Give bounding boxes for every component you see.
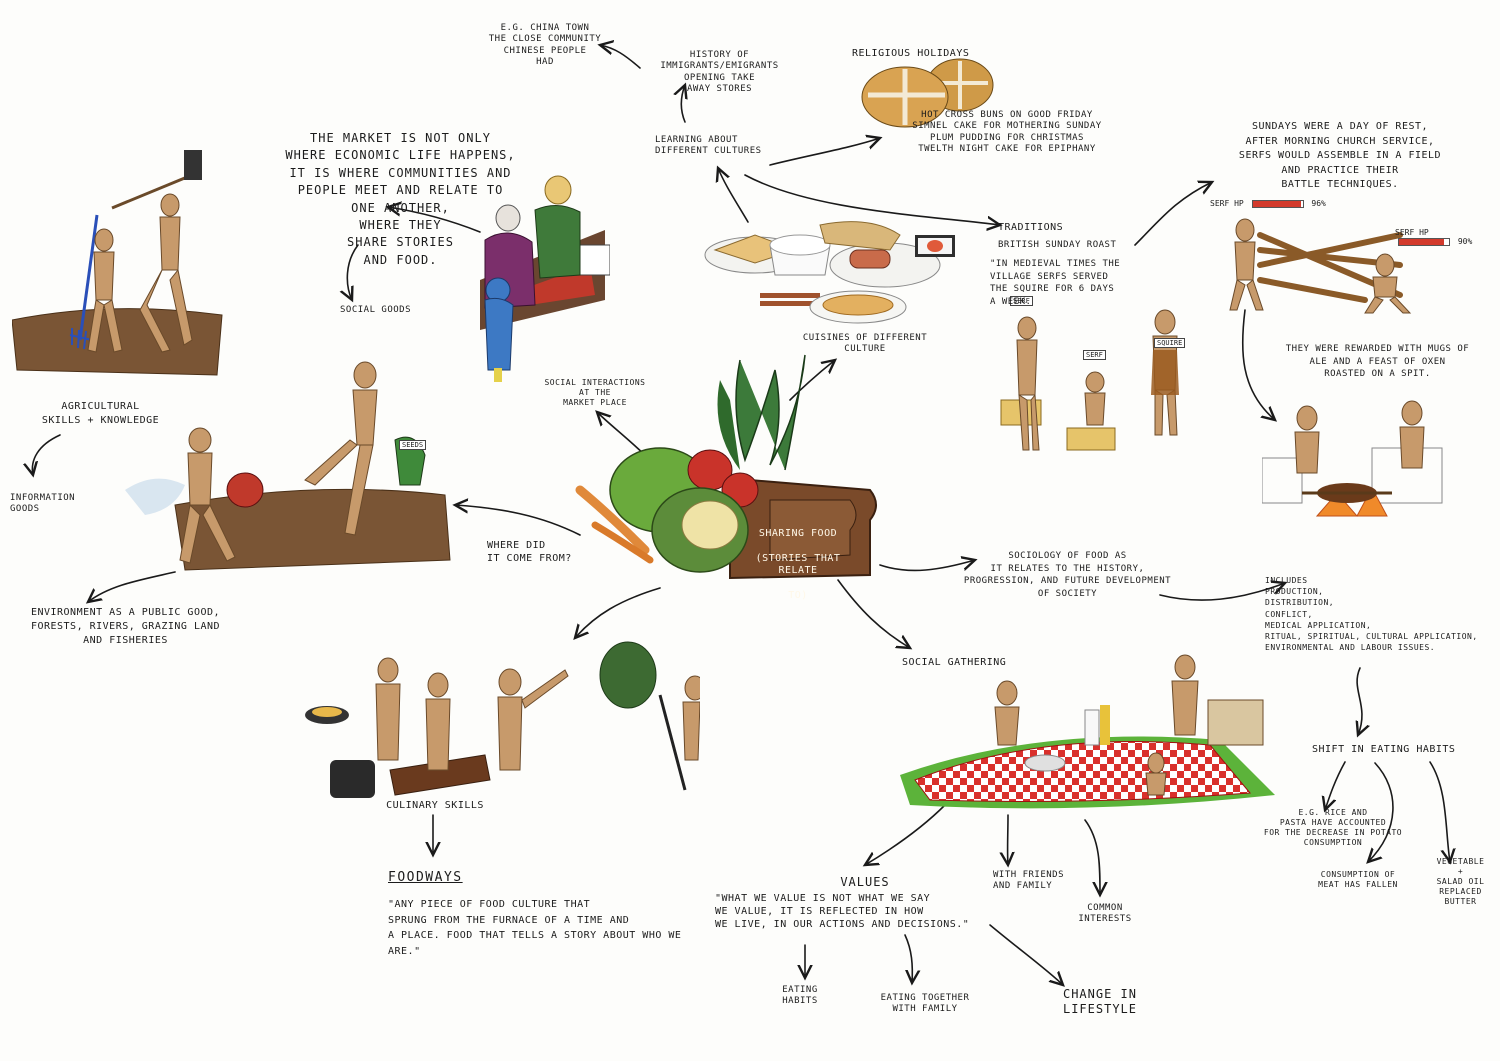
china-town-note: E.G. China town the close community Chin… [488, 23, 602, 67]
serf-hp-right-label: Serf HP [1395, 228, 1429, 237]
serf-tag-1: Serf [1010, 296, 1033, 306]
arrow-immigrants-to-chinatown [600, 45, 641, 69]
market-illustration [480, 170, 610, 385]
foodways-quote: "Any piece of food culture that sprung f… [388, 899, 682, 957]
includes-note: Includes production, distribution, confl… [1265, 576, 1478, 653]
feast-illustration [1262, 398, 1452, 548]
arrow-values-to-change [989, 924, 1063, 985]
center-line-2: (stories that relate [755, 552, 841, 577]
serf-hp-left-percent: 96% [1311, 199, 1326, 208]
arrow-market-to-note [388, 207, 481, 233]
arrow-cuisines-to-learning [718, 168, 749, 223]
arrow-center-to-sociology [879, 560, 975, 572]
eating-together-note: Eating together with family [880, 993, 970, 1015]
market-note: The market is not only where economic li… [285, 131, 516, 267]
hot-cross-buns-illustration [860, 55, 1000, 130]
social-goods-note: Social goods [340, 305, 412, 315]
farming-illustration [12, 140, 227, 380]
arrow-center-to-where-from [455, 505, 581, 536]
serf-hp-left-bar [1251, 199, 1304, 208]
rice-pasta-note: E.G. rice and pasta have accounted for t… [1263, 808, 1403, 847]
sowing-illustration [115, 345, 465, 575]
traditions-note: Traditions [998, 222, 1064, 233]
cuisines-note: Cuisines of different culture [802, 333, 928, 355]
change-lifestyle-note: Change in lifestyle [1062, 987, 1138, 1016]
arrow-includes-to-shift [1357, 667, 1362, 735]
squire-tag: Squire [1154, 338, 1186, 348]
values-quote: "What we value is not what we say we val… [715, 893, 970, 930]
arrow-shift-to-oil [1429, 761, 1450, 862]
serf-hp-left-label: Serf HP [1210, 199, 1244, 208]
center-line-1: Sharing food [758, 527, 838, 539]
shift-eating-habits-note: Shift in eating habits [1312, 744, 1456, 755]
arrow-picnic-to-values [865, 804, 946, 865]
sunday-roast-note: British Sunday roast [998, 240, 1117, 250]
serf-hp-right-percent: 90% [1457, 237, 1473, 246]
where-from-note: Where did it come from? [487, 540, 572, 564]
arrow-field-to-environment [88, 571, 176, 602]
serf-hp-right-bar [1398, 237, 1450, 246]
serf-hp-right: Serf HP 90% [1395, 228, 1472, 246]
common-interests-note: Common interests [1078, 903, 1132, 925]
arrow-values-to-eating-together [904, 934, 912, 983]
arrow-shift-to-meat [1368, 762, 1394, 862]
arrow-center-to-social-gathering [837, 579, 910, 648]
environment-note: Environment as a public good, forests, r… [30, 607, 221, 646]
culinary-skills-note: Culinary skills [386, 800, 484, 811]
arrow-learning-to-immigrants [681, 85, 685, 123]
serf-hp-left-fill [1252, 200, 1301, 207]
arrow-note-to-social-goods [347, 244, 359, 300]
foodways-title: Foodways [388, 870, 463, 885]
seeds-label: Seeds [399, 440, 427, 450]
battle-illustration [1215, 205, 1445, 315]
arrow-shift-to-rice [1325, 761, 1346, 810]
culinary-illustration [300, 640, 700, 805]
social-interactions-note: Social interactions at the market place [544, 378, 646, 407]
arrow-agri-to-information [32, 434, 61, 475]
arrow-traditions-to-sundays [1134, 182, 1212, 246]
sundays-note: Sundays were a day of rest, after mornin… [1238, 121, 1442, 190]
learning-cultures-note: Learning about different cultures [655, 135, 762, 157]
social-gathering-note: Social gathering [902, 657, 1007, 668]
arrow-sociology-to-includes [1159, 583, 1285, 601]
arrow-battle-to-feast [1241, 309, 1275, 420]
values-title: Values [840, 875, 890, 889]
agricultural-note: Agricultural skills + knowledge [41, 401, 160, 426]
center-line-3: to) [788, 590, 808, 601]
medieval-note: "In medieval times the village serfs ser… [990, 259, 1121, 307]
cuisines-illustration [700, 215, 980, 330]
center-banner-text: Sharing food (stories that relate to) [748, 515, 848, 603]
serf-tag-2: Serf [1083, 350, 1106, 360]
religious-holidays-note: Religious holidays [852, 48, 970, 59]
picnic-illustration [890, 645, 1290, 815]
arrow-picnic-to-interests [1084, 819, 1100, 895]
center-vegetables-illustration [570, 340, 890, 590]
friends-family-note: With friends and family [993, 870, 1065, 892]
serf-hp-right-fill [1399, 238, 1444, 245]
arrow-center-to-culinary [575, 587, 661, 638]
rewarded-note: They were rewarded with mugs of ale and … [1285, 344, 1470, 380]
hot-cross-buns-note: Hot cross buns on Good Friday Simnel cak… [912, 110, 1102, 154]
eating-habits-note: Eating habits [782, 985, 818, 1007]
information-goods-note: Information goods [10, 493, 76, 515]
arrow-learning-to-religious [769, 138, 880, 166]
vegetable-oil-note: Vegetable + salad oil replaced butter [1436, 857, 1485, 906]
sociology-note: Sociology of food as it relates to the h… [963, 551, 1172, 599]
serf-hp-left: Serf HP 96% [1210, 199, 1326, 208]
serfs-illustration [995, 300, 1215, 460]
arrow-center-to-cuisines [789, 360, 835, 401]
meat-note: Consumption of meat has fallen [1318, 870, 1398, 889]
immigrants-note: History of immigrants/emigrants opening … [660, 50, 779, 94]
arrow-learning-to-traditions [744, 174, 1000, 225]
